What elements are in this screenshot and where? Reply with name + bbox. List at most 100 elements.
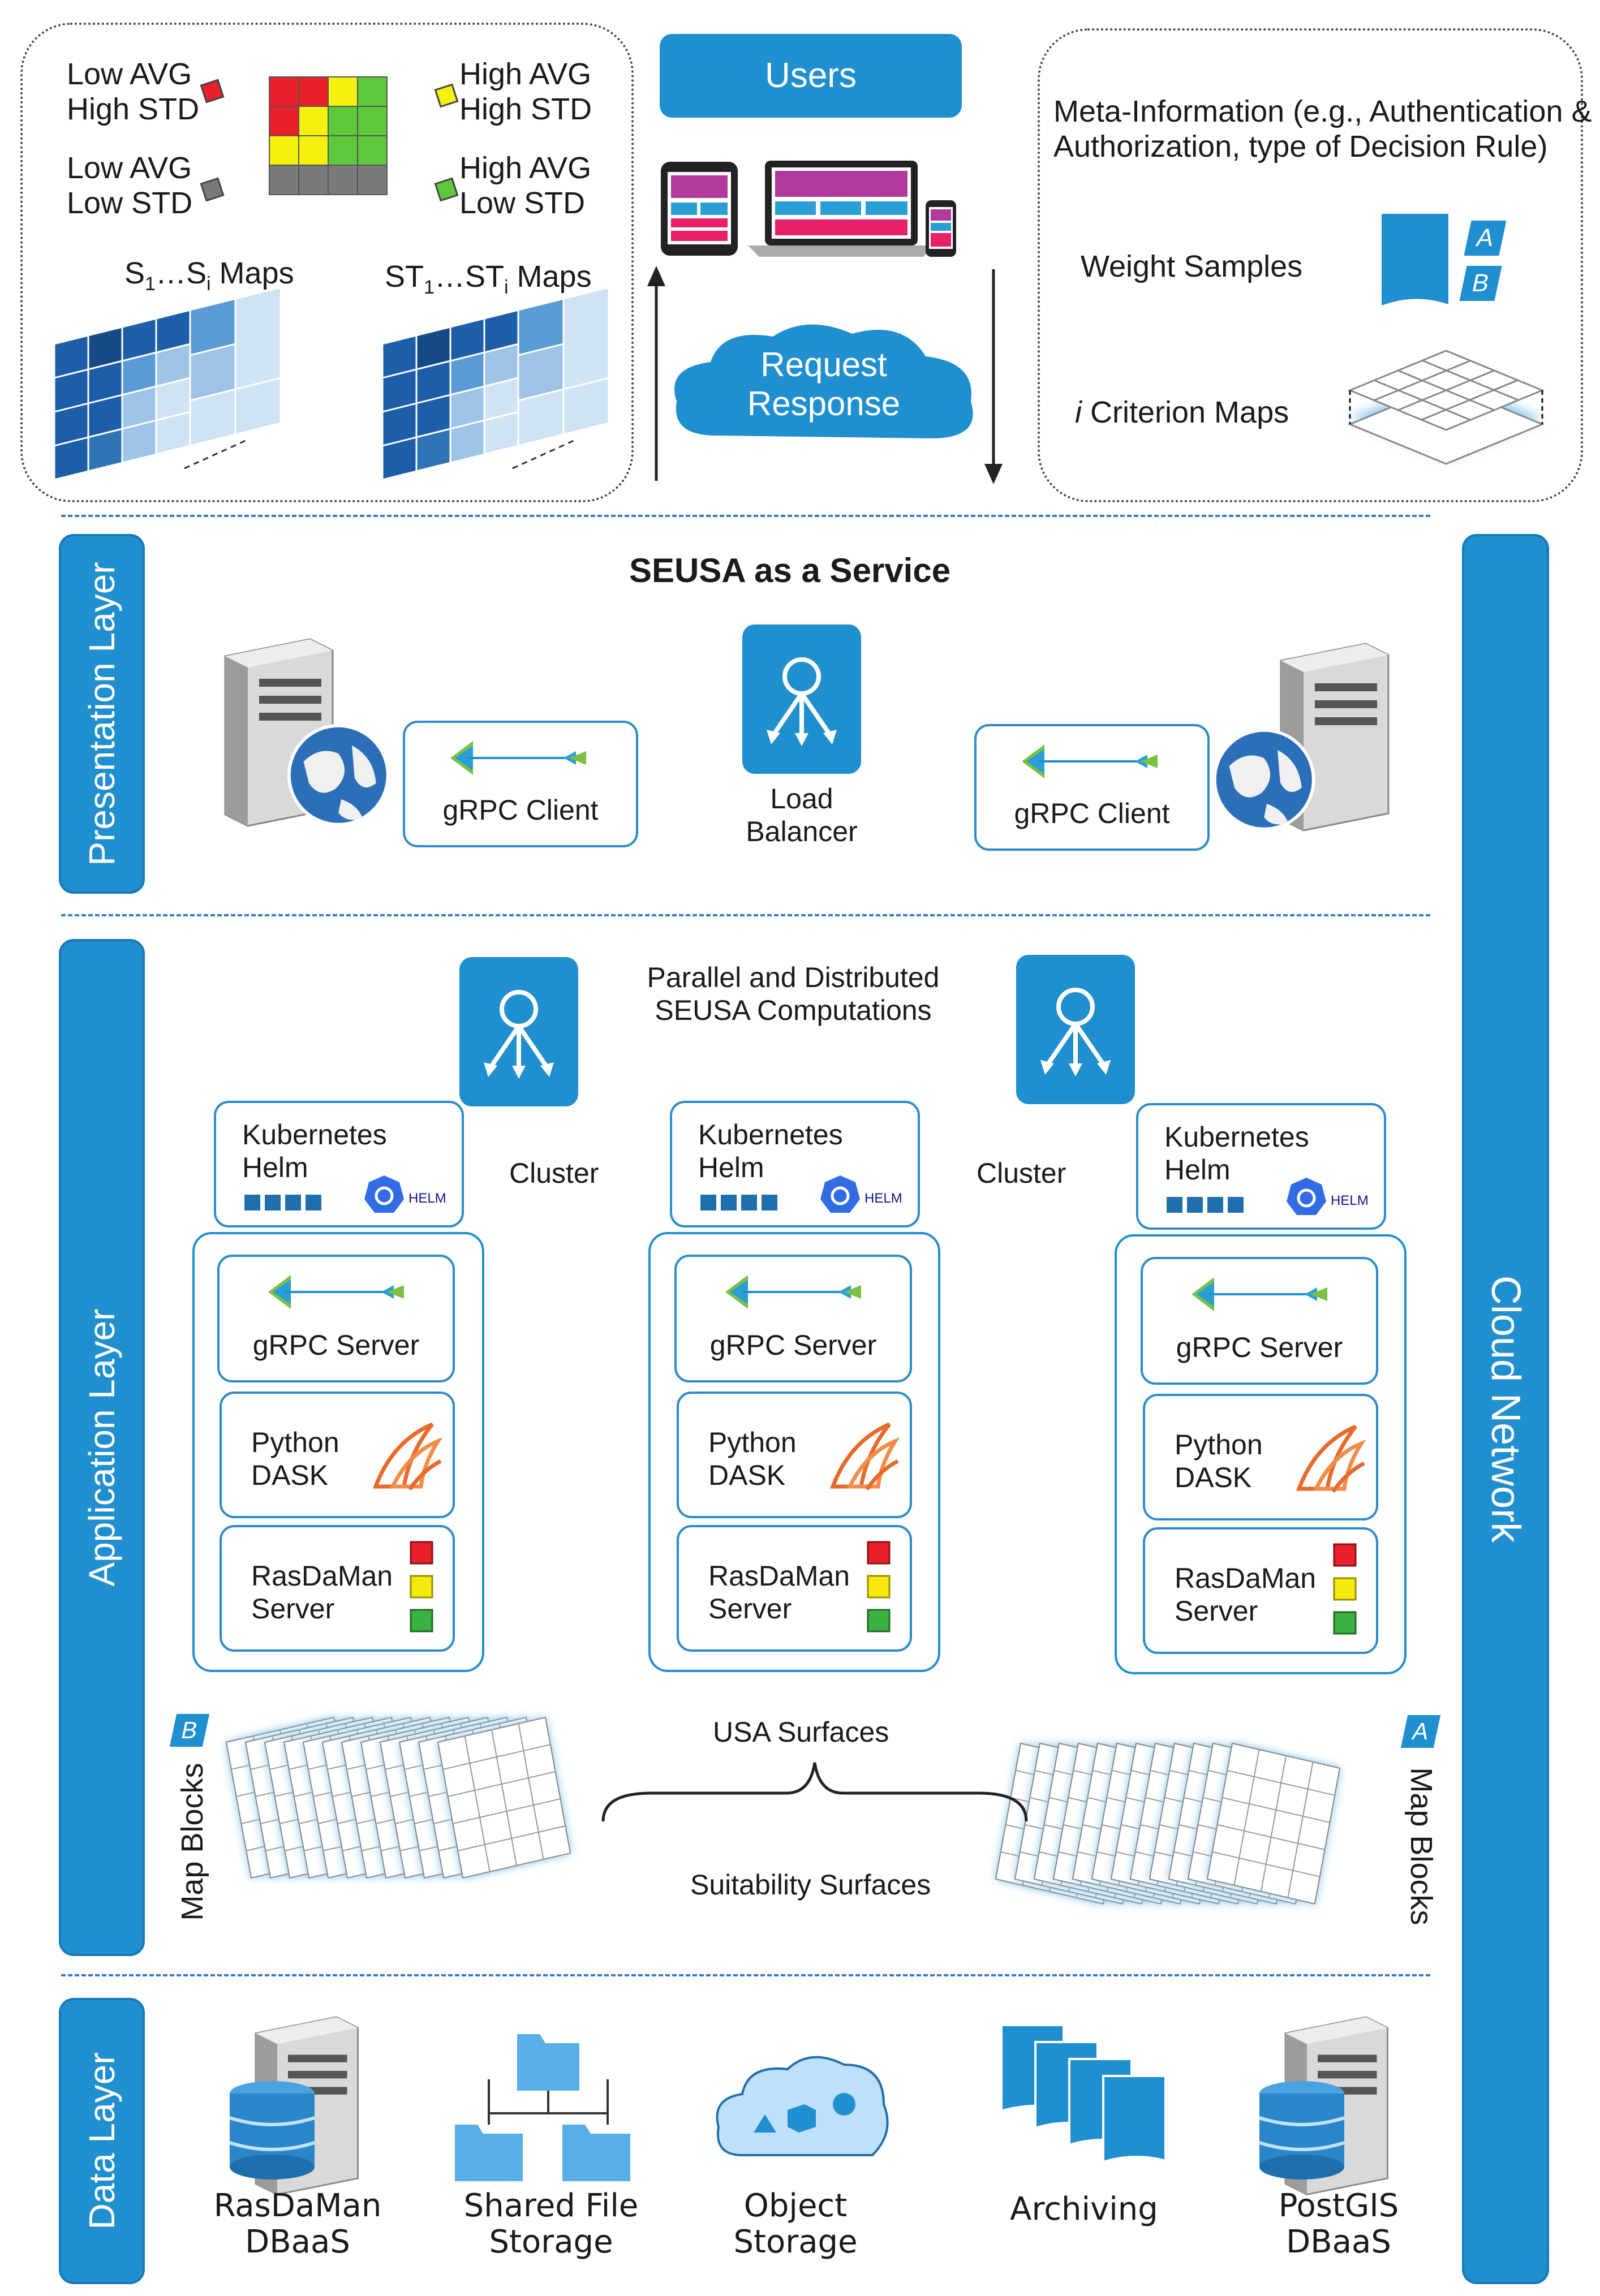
python-dask-box-3: Python DASK	[1143, 1394, 1378, 1520]
object-storage-icon	[716, 2056, 889, 2156]
criterion-maps-icon	[1348, 350, 1545, 465]
grpc-server-icon-3	[1190, 1276, 1328, 1312]
rasdaman-cubes-icon-1	[410, 1541, 433, 1632]
parallel-label: Parallel and Distributed SEUSA Computati…	[647, 962, 940, 1026]
cluster-label-2: Cluster	[977, 1157, 1066, 1189]
load-balancer-icon	[742, 624, 861, 774]
divider-top	[61, 515, 1430, 517]
map-blocks-right-label: Map Blocks	[1404, 1767, 1439, 1925]
rasdaman-server-label-3: RasDaMan Server	[1175, 1562, 1317, 1627]
st-maps-stack	[381, 286, 610, 481]
divider-bottom	[61, 1974, 1430, 1976]
grpc-server-box-1: gRPC Server	[217, 1255, 455, 1382]
application-layer-bar: Application Layer	[59, 939, 145, 1956]
load-balancer-label: Load Balancer	[746, 783, 858, 847]
data-item-shared-file-storage: Shared File Storage	[463, 2187, 639, 2261]
badge-a-top: A	[1464, 221, 1507, 256]
kubernetes-helm-icon-2: HELM	[820, 1175, 902, 1213]
weight-samples-label: Weight Samples	[1081, 249, 1303, 283]
grpc-server-label-3: gRPC Server	[1176, 1332, 1343, 1363]
grpc-server-label-2: gRPC Server	[709, 1329, 877, 1361]
legend-high-avg-high-std: High AVG High STD	[459, 57, 592, 127]
bivariate-color-matrix	[269, 76, 388, 195]
badge-a-app: A	[1400, 1715, 1441, 1748]
grpc-client-right-label: gRPC Client	[1014, 798, 1170, 829]
data-layer-bar: Data Layer	[59, 1998, 145, 2284]
data-item-rasdaman-dbaas: RasDaMan DBaaS	[213, 2187, 382, 2261]
weight-samples-icon	[1382, 214, 1448, 305]
dask-icon-3	[1293, 1421, 1367, 1494]
request-response-label: Request Response	[747, 346, 901, 423]
data-item-object-storage: Object Storage	[733, 2187, 858, 2261]
rasdaman-server-label-1: RasDaMan Server	[251, 1560, 393, 1625]
dask-icon-1	[370, 1419, 444, 1492]
map-blocks-left-label: Map Blocks	[175, 1763, 209, 1921]
data-item-archiving: Archiving	[1010, 2191, 1158, 2228]
users-box: Users	[660, 34, 962, 118]
kubernetes-helm-icon-3: HELM	[1287, 1178, 1369, 1215]
kubernetes-helm-label-1: Kubernetes Helm	[242, 1119, 387, 1183]
grpc-server-box-3: gRPC Server	[1141, 1257, 1378, 1385]
kubernetes-helm-box-3: Kubernetes Helm HELM	[1136, 1103, 1386, 1230]
users-label: Users	[765, 56, 857, 96]
grpc-client-left-label: gRPC Client	[442, 794, 599, 826]
dask-icon-2	[827, 1419, 901, 1492]
python-dask-label-1: Python DASK	[251, 1427, 339, 1491]
grpc-server-icon-1	[267, 1274, 405, 1310]
grpc-left-icon	[449, 740, 587, 776]
legend-high-avg-low-std: High AVG Low STD	[459, 151, 592, 221]
criterion-maps-label: i Criterion Maps	[1075, 395, 1289, 429]
grpc-server-icon-2	[724, 1274, 862, 1310]
cloud-network-bar: Cloud Network	[1462, 534, 1549, 2284]
badge-b-app: B	[169, 1714, 210, 1747]
rasdaman-server-box-2: RasDaMan Server	[677, 1525, 912, 1652]
rasdaman-server-label-2: RasDaMan Server	[708, 1560, 850, 1625]
s-maps-label: S1…Si Maps	[124, 256, 294, 295]
grpc-server-label-1: gRPC Server	[252, 1329, 420, 1361]
meta-info-label: Meta-Information (e.g., Authentication &…	[1053, 94, 1592, 164]
phone-icon	[926, 200, 956, 257]
st-maps-label: ST1…STi Maps	[385, 260, 592, 298]
kubernetes-helm-icon-1: HELM	[364, 1175, 446, 1213]
rasdaman-server-box-1: RasDaMan Server	[220, 1525, 455, 1652]
container-cubes-icon-2	[700, 1195, 777, 1211]
shared-file-storage-icon	[455, 2034, 630, 2181]
map-block-sheet	[1206, 1742, 1341, 1905]
request-arrow-up	[647, 266, 665, 481]
presentation-title: SEUSA as a Service	[629, 552, 951, 589]
response-arrow-down	[984, 269, 1003, 484]
grpc-right-icon	[1021, 743, 1159, 779]
map-blocks-right-stack	[995, 1742, 1341, 1905]
svg-text:HELM: HELM	[864, 1191, 902, 1206]
s-maps-stack	[53, 286, 282, 481]
grpc-client-right: gRPC Client	[974, 724, 1210, 851]
web-server-right-icon	[1213, 643, 1390, 832]
grpc-client-left: gRPC Client	[403, 721, 638, 847]
python-dask-box-1: Python DASK	[220, 1392, 455, 1518]
rasdaman-server-box-3: RasDaMan Server	[1143, 1527, 1378, 1654]
suitability-surfaces-label: Suitability Surfaces	[690, 1869, 931, 1901]
web-server-left-icon	[224, 638, 406, 827]
lb-icon-app-left	[459, 957, 578, 1106]
presentation-layer-bar: Presentation Layer	[59, 534, 145, 894]
python-dask-box-2: Python DASK	[677, 1392, 912, 1518]
postgis-dbaas-icon	[1259, 2016, 1388, 2195]
svg-text:HELM: HELM	[1331, 1193, 1369, 1208]
legend-low-avg-low-std: Low AVG Low STD	[67, 151, 193, 221]
archiving-icon	[1000, 2024, 1167, 2164]
kubernetes-helm-box-1: Kubernetes Helm HELM	[214, 1101, 464, 1227]
tablet-icon	[661, 162, 738, 256]
surfaces-brace	[601, 1762, 1028, 1822]
rasdaman-dbaas-icon	[230, 2016, 359, 2195]
grpc-server-box-2: gRPC Server	[674, 1255, 912, 1382]
lb-icon-app-right	[1016, 955, 1135, 1104]
data-item-postgis-dbaas: PostGIS DBaaS	[1278, 2187, 1399, 2261]
rasdaman-cubes-icon-2	[867, 1541, 891, 1632]
map-blocks-left-stack	[225, 1716, 571, 1879]
map-block-sheet	[437, 1716, 571, 1879]
svg-text:HELM: HELM	[408, 1191, 446, 1206]
python-dask-label-2: Python DASK	[708, 1427, 797, 1491]
laptop-icon	[748, 161, 935, 257]
container-cubes-icon-3	[1167, 1197, 1244, 1213]
